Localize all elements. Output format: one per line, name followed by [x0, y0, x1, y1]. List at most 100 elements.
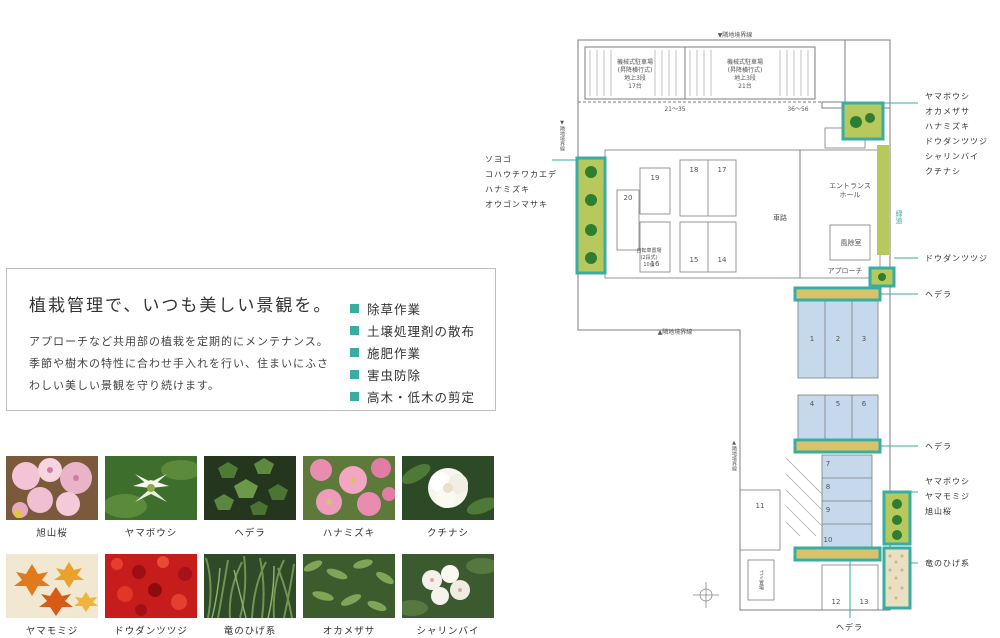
callout-right-bottom-1: ヤマボウシ — [925, 477, 970, 486]
callout-left-top-2: コハウチワカエデ — [485, 169, 557, 179]
plant-photo — [204, 554, 296, 618]
plant-card: シャリンバイ — [402, 554, 494, 637]
callout-right-mid-1: ドウダンツツジ — [925, 253, 988, 263]
square-bullet-icon — [350, 391, 359, 401]
trash-area — [747, 559, 775, 601]
plant-caption: ドウダンツツジ — [114, 626, 188, 637]
plant-card: オカメザサ — [303, 554, 395, 637]
callout-right-top-5: シャリンバイ — [925, 152, 979, 161]
plant-caption: 旭山桜 — [36, 528, 68, 539]
parking-a-sub2: 地上3段 — [624, 74, 646, 82]
callout-left-top-1: ソヨゴ — [485, 154, 512, 164]
wind-room — [829, 224, 871, 261]
plant-card: クチナシ — [402, 456, 494, 539]
parking-b-count: 21台 — [738, 82, 752, 90]
svg-text:4: 4 — [810, 400, 815, 408]
green-path — [877, 145, 889, 255]
task-item: 害虫防除 — [350, 363, 475, 385]
parking-a-sub: (昇降横行式) — [618, 66, 653, 74]
info-title: 植栽管理で、いつも美しい景観を。 — [29, 296, 333, 316]
parking-row-1-3 — [797, 297, 879, 379]
svg-text:20: 20 — [624, 194, 633, 202]
bike-label: 自転車置場 — [636, 247, 661, 254]
trash-label: ゴミ置場 — [758, 569, 764, 591]
plant-photo — [402, 456, 494, 520]
callout-right-top-1: ヤマボウシ — [925, 92, 970, 101]
dim-label-1: 21〜35 — [664, 106, 685, 113]
svg-text:2: 2 — [836, 335, 840, 343]
plant-card: 竜のひげ系 — [204, 554, 296, 637]
parking-a-count: 17台 — [628, 82, 642, 90]
plant-photo — [402, 554, 494, 618]
plant-card: 旭山桜 — [6, 456, 98, 539]
wind-room-label: 風除室 — [841, 238, 862, 247]
svg-text:3: 3 — [862, 335, 866, 343]
callout-right-bottom-4: 竜のひげ系 — [925, 558, 970, 568]
svg-text:8: 8 — [826, 483, 830, 491]
plant-caption: ヘデラ — [234, 528, 266, 539]
boundary-right-label: ▲隣地境界線 — [731, 440, 737, 471]
parking-row-4-6 — [797, 394, 879, 444]
plant-caption: クチナシ — [426, 528, 469, 539]
callout-right-bottom-2: ヤマモミジ — [925, 492, 970, 501]
svg-text:11: 11 — [756, 502, 765, 510]
bike-sub: (2段式) — [640, 254, 657, 261]
square-bullet-icon — [350, 369, 359, 379]
parking-b-label: 機械式駐車場 — [727, 58, 763, 66]
svg-text:16: 16 — [651, 260, 660, 268]
plant-card: ヤマボウシ — [105, 456, 197, 539]
task-item: 土壌処理剤の散布 — [350, 319, 475, 341]
square-bullet-icon — [350, 347, 359, 357]
plant-card: ヤマモミジ — [6, 554, 98, 637]
svg-text:17: 17 — [718, 166, 727, 174]
plant-caption: ヤマボウシ — [124, 528, 178, 539]
svg-text:14: 14 — [718, 256, 727, 264]
svg-text:18: 18 — [690, 166, 699, 174]
task-item: 高木・低木の剪定 — [350, 385, 475, 407]
hedera-strip-2 — [793, 438, 882, 454]
dim-label-2: 36〜56 — [787, 106, 808, 113]
svg-text:10: 10 — [824, 536, 833, 544]
roadway-label: 車路 — [773, 213, 787, 222]
plant-caption: ハナミズキ — [322, 528, 376, 539]
boundary-mid-label: ▲隣地境界線 — [658, 328, 693, 336]
svg-text:19: 19 — [651, 174, 660, 182]
svg-text:15: 15 — [690, 256, 699, 264]
plant-photo — [303, 554, 395, 618]
svg-text:1: 1 — [810, 335, 814, 343]
hedera-strip-3 — [793, 546, 882, 562]
task-item: 施肥作業 — [350, 341, 475, 363]
square-bullet-icon — [350, 325, 359, 335]
callout-right-top-6: クチナシ — [925, 167, 961, 176]
svg-text:12: 12 — [832, 598, 841, 606]
callout-right-top-4: ドウダンツツジ — [925, 136, 988, 146]
svg-text:13: 13 — [860, 598, 869, 606]
plant-photo — [6, 456, 98, 520]
green-path-label: 緑道 — [895, 209, 903, 225]
svg-text:7: 7 — [826, 460, 830, 468]
plant-card: ハナミズキ — [303, 456, 395, 539]
approach-label: アプローチ — [828, 267, 863, 275]
task-item: 除草作業 — [350, 297, 475, 319]
plant-photo — [6, 554, 98, 618]
parking-a-label: 機械式駐車場 — [617, 58, 653, 66]
building-ground-floor — [604, 149, 801, 279]
plant-photo — [303, 456, 395, 520]
plant-caption: ヤマモミジ — [25, 626, 79, 637]
bike-count: 10台 — [643, 261, 654, 268]
boundary-left-label: ▼隣地境界線 — [559, 120, 565, 151]
callout-right-top-2: オカメザサ — [925, 107, 970, 116]
site-plan: 機械式駐車場 (昇降横行式) 地上3段 17台 機械式駐車場 (昇降横行式) 地… — [485, 31, 988, 632]
hedera-strip-1 — [793, 286, 882, 302]
parking-b-sub2: 地上3段 — [734, 74, 756, 82]
callout-right-bottom-3: 旭山桜 — [925, 506, 952, 516]
entrance-label: エントランス — [829, 182, 871, 190]
callout-bottom: ヘデラ — [836, 622, 863, 632]
plant-photo — [105, 456, 197, 520]
plant-caption: 竜のひげ系 — [223, 626, 277, 637]
plant-photo — [105, 554, 197, 618]
square-bullet-icon — [350, 303, 359, 313]
plant-card: ドウダンツツジ — [105, 554, 197, 637]
planting-area-north — [841, 101, 885, 141]
plant-caption: オカメザサ — [322, 626, 376, 637]
